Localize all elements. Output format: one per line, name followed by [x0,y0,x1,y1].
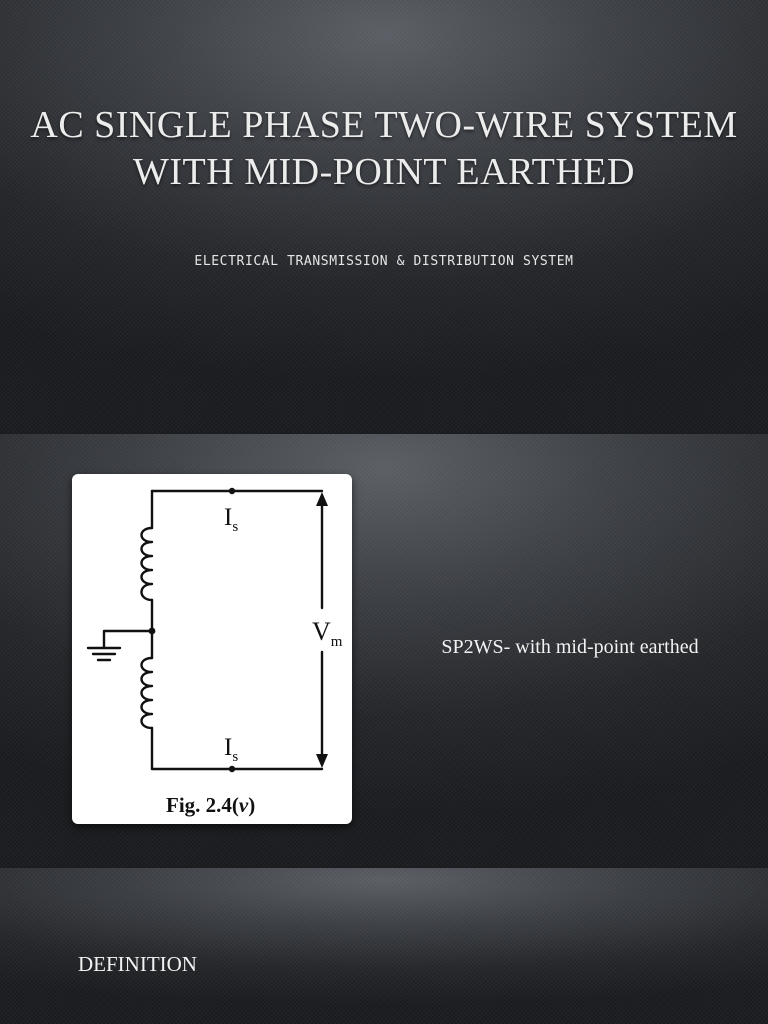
circuit-diagram: Is Is Vm Fig. 2.4(v) [86,487,343,817]
figure-caption: Fig. 2.4(v) [166,793,255,817]
earth-lead [102,629,154,650]
arrow-down-icon [316,754,328,768]
slide-title: AC SINGLE PHASE TWO-WIRE SYSTEM WITH MID… [30,104,738,193]
top-current-label: Is [224,504,238,535]
bottom-current-label: Is [224,734,238,765]
definition-slide: DEFINITION [0,868,768,1024]
figure-slide: Is Is Vm Fig. 2.4(v) SP2WS- with mid-poi… [0,434,768,866]
lower-winding [140,656,154,730]
figure-description: SP2WS- with mid-point earthed [441,636,699,658]
arrow-up-icon [316,492,328,506]
circuit-figure: Is Is Vm Fig. 2.4(v) [72,474,352,824]
slide-subtitle: ELECTRICAL TRANSMISSION & DISTRIBUTION S… [194,254,574,269]
section-heading: DEFINITION [78,952,197,976]
title-slide: AC SINGLE PHASE TWO-WIRE SYSTEM WITH MID… [0,0,768,432]
voltage-label: Vm [312,617,343,650]
upper-winding [140,526,154,602]
